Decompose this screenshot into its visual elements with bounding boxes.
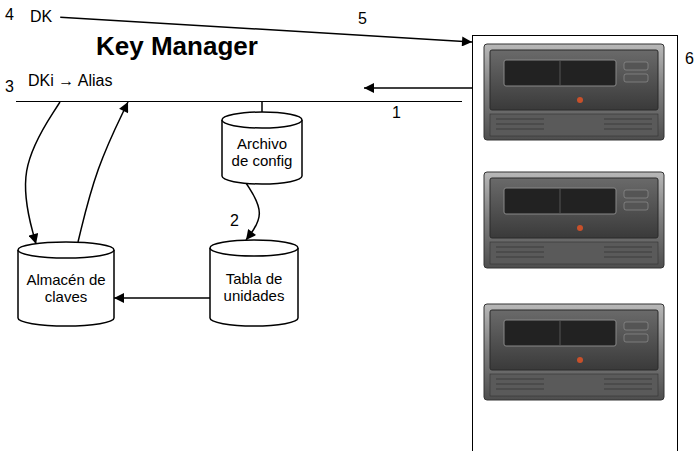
- drive-table-store: Tabla de unidades: [210, 240, 298, 326]
- store-name: Tabla de unidades: [210, 270, 298, 305]
- callout-number: 1: [390, 104, 403, 122]
- box-title: Key Manager: [96, 32, 258, 62]
- key-alias-mapping: DKi → Alias: [28, 72, 112, 90]
- connector-arrow: [246, 183, 259, 240]
- store-name: Archivo de config: [222, 135, 302, 170]
- tape-drive-panel: 6: [472, 35, 678, 451]
- connector-arrow: [364, 87, 472, 89]
- connector-arrow: [261, 102, 263, 112]
- callout-number: 4: [3, 6, 16, 24]
- cylinder-top: [210, 240, 298, 256]
- callout-number: 2: [228, 212, 241, 230]
- store-name: Almacén de claves: [18, 271, 114, 306]
- cylinder-body: [222, 120, 302, 184]
- callout-number: 3: [3, 78, 16, 96]
- cylinder-top: [18, 242, 114, 258]
- cylinder-body: [18, 250, 114, 326]
- cylinder-body: [210, 248, 298, 326]
- connector-arrow: [25, 102, 60, 244]
- key-name: DK: [30, 8, 52, 26]
- callout-number: 5: [356, 10, 369, 28]
- connector-arrow: [78, 102, 128, 242]
- cylinder-top: [222, 112, 302, 128]
- connector-arrow: [114, 297, 210, 299]
- key-store: Almacén de claves: [18, 242, 114, 326]
- config-file-store: Archivo de config: [222, 112, 302, 184]
- key-manager-box: DK Key ManagerDKi → Alias: [16, 4, 462, 102]
- callout-number: 6: [685, 50, 694, 68]
